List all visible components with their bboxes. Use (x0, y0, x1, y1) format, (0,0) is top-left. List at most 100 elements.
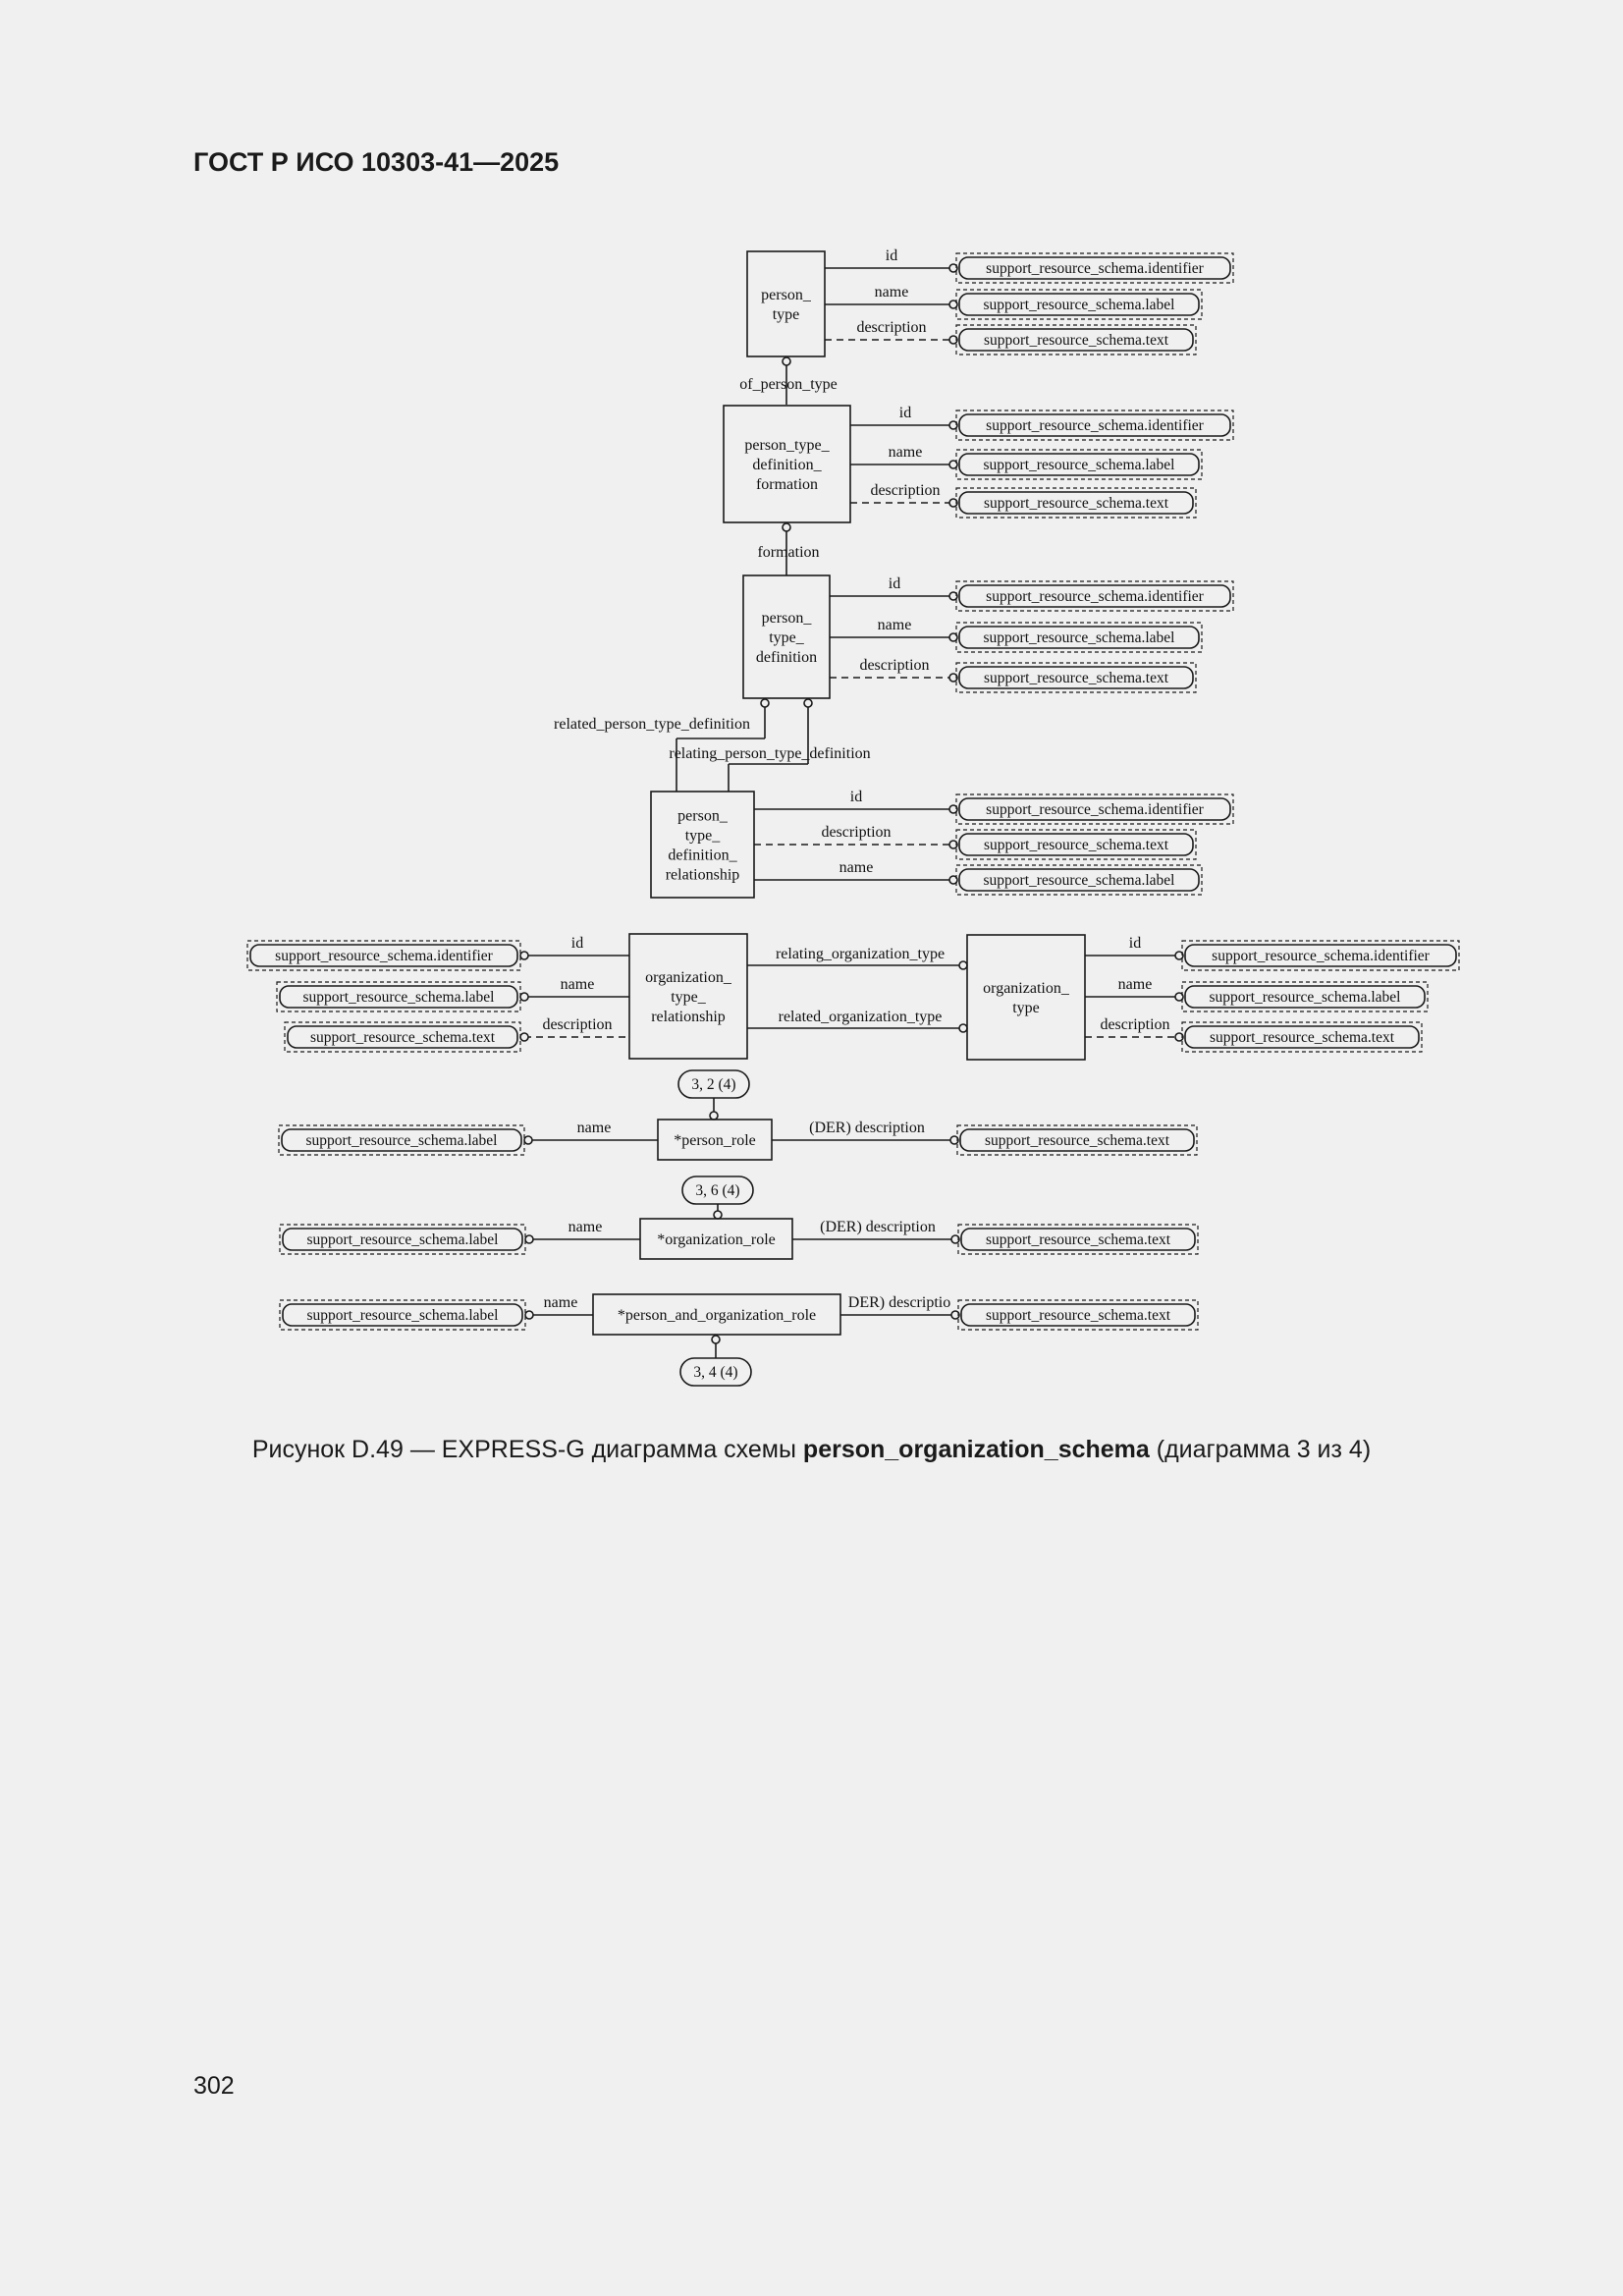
ptd-id-circle (948, 591, 958, 601)
ptdr-description-type-inner (958, 833, 1194, 856)
ptdr-description-circle (948, 840, 958, 849)
or-der-description-circle (950, 1234, 960, 1244)
or-der-description-type-outer (957, 1224, 1199, 1255)
pr-der-description-type-outer (956, 1124, 1198, 1156)
person-type-name-type-label: support_resource_schema.label (984, 297, 1175, 313)
ptdr-id-type-label: support_resource_schema.identifier (986, 801, 1204, 818)
related-ptd-circle (760, 698, 770, 708)
por-der-description-type-label: support_resource_schema.text (986, 1307, 1171, 1324)
person-type-name-attr-label: name (875, 284, 909, 301)
person-type-definition-formation-label: definition_ (752, 457, 822, 473)
ot-name-attr-label: name (1118, 976, 1153, 993)
person-role-ref-circle (709, 1111, 719, 1121)
pr-der-description-type-label: support_resource_schema.text (985, 1132, 1170, 1149)
por-der-description-attr-label: DER) descriptio (848, 1294, 950, 1311)
person-type-definition-formation-label: formation (756, 476, 818, 493)
caption-prefix: Рисунок D.49 — EXPRESS-G диаграмма схемы (251, 1436, 803, 1463)
person-type-name-type-inner (958, 293, 1200, 316)
ptdf-name-type-inner (958, 453, 1200, 476)
otr-name-type-outer (276, 981, 521, 1012)
organization-type-label: organization_ (983, 980, 1070, 997)
formation-label: formation (757, 544, 819, 561)
ptdr-id-type-inner (958, 797, 1231, 821)
ptdr-id-circle (948, 804, 958, 814)
pr-der-description-type-inner (959, 1128, 1195, 1152)
person-and-organization-role-ref-label: 3, 4 (4) (693, 1364, 737, 1381)
person-type-label: person_ (761, 287, 812, 303)
person-type-name-circle (948, 300, 958, 309)
person-role-label: *person_role (674, 1132, 756, 1149)
otr-id-circle (519, 951, 529, 960)
of-person-type-label: of_person_type (739, 376, 838, 393)
ot-id-circle (1174, 951, 1184, 960)
por-der-description-circle (950, 1310, 960, 1320)
ptdr-description-type-outer (955, 829, 1197, 860)
person-type-id-type-outer (955, 252, 1234, 284)
or-name-type-label: support_resource_schema.label (307, 1231, 499, 1248)
person-type-description-type-inner (958, 328, 1194, 352)
person-type-definition-label: type_ (769, 629, 805, 646)
ptd-description-type-inner (958, 666, 1194, 689)
person-role-ref-label: 3, 2 (4) (691, 1076, 735, 1093)
person-type-description-attr-label: description (856, 319, 926, 336)
ot-id-type-label: support_resource_schema.identifier (1212, 948, 1430, 964)
ptdf-description-attr-label: description (870, 482, 940, 499)
ptdf-description-type-inner (958, 491, 1194, 515)
person-type-definition-label: person_ (762, 610, 813, 627)
related-org-type-circle (958, 1023, 968, 1033)
person-type-definition-relationship-label: definition_ (668, 847, 737, 864)
or-der-description-type-label: support_resource_schema.text (986, 1231, 1171, 1248)
figure-caption: Рисунок D.49 — EXPRESS-G диаграмма схемы… (0, 1436, 1623, 1464)
por-der-description-type-outer (957, 1299, 1199, 1331)
ptdf-id-circle (948, 420, 958, 430)
organization-type-box (966, 934, 1086, 1061)
por-name-attr-label: name (544, 1294, 578, 1311)
person-type-definition-label: definition (756, 649, 817, 666)
pr-der-description-circle (949, 1135, 959, 1145)
ot-name-type-inner (1184, 985, 1426, 1009)
otr-name-type-label: support_resource_schema.label (303, 989, 495, 1006)
ptdf-name-circle (948, 460, 958, 469)
ptdf-id-type-label: support_resource_schema.identifier (986, 417, 1204, 434)
ot-id-type-outer (1181, 940, 1460, 971)
pr-name-circle (523, 1135, 533, 1145)
organization-type-relationship-label: organization_ (645, 969, 732, 986)
por-name-type-label: support_resource_schema.label (307, 1307, 499, 1324)
ot-name-circle (1174, 992, 1184, 1002)
otr-id-type-inner (249, 944, 518, 967)
or-der-description-attr-label: (DER) description (820, 1219, 936, 1235)
or-name-type-inner (282, 1228, 523, 1251)
ptdf-description-type-outer (955, 487, 1197, 519)
relating-org-type-circle (958, 960, 968, 970)
ot-description-circle (1174, 1032, 1184, 1042)
otr-id-type-label: support_resource_schema.identifier (275, 948, 493, 964)
ptd-name-type-label: support_resource_schema.label (984, 629, 1175, 646)
ptdf-description-type-label: support_resource_schema.text (984, 495, 1169, 512)
related-org-type-label: related_organization_type (779, 1009, 943, 1025)
ptd-description-type-label: support_resource_schema.text (984, 670, 1169, 686)
otr-id-attr-label: id (571, 935, 583, 952)
ptdf-description-circle (948, 498, 958, 508)
por-name-circle (524, 1310, 534, 1320)
caption-schema-name: person_organization_schema (802, 1436, 1150, 1463)
ot-description-type-inner (1184, 1025, 1420, 1049)
pr-name-attr-label: name (577, 1120, 612, 1136)
page-number: 302 (193, 2072, 235, 2100)
ptdf-id-type-inner (958, 413, 1231, 437)
or-der-description-type-inner (960, 1228, 1196, 1251)
person-type-description-circle (948, 335, 958, 345)
ptdf-name-type-label: support_resource_schema.label (984, 457, 1175, 473)
ptdr-name-type-inner (958, 868, 1200, 892)
caption-suffix: (диаграмма 3 из 4) (1149, 1436, 1372, 1463)
organization-type-relationship-label: type_ (671, 989, 707, 1006)
ptd-description-attr-label: description (859, 657, 929, 674)
person-type-definition-relationship-label: relationship (666, 867, 740, 884)
otr-name-attr-label: name (561, 976, 595, 993)
ptdr-id-type-outer (955, 793, 1234, 825)
relating-ptd-label: relating_person_type_definition (669, 745, 870, 762)
ot-name-type-label: support_resource_schema.label (1210, 989, 1401, 1006)
ot-description-type-label: support_resource_schema.text (1210, 1029, 1395, 1046)
or-name-circle (524, 1234, 534, 1244)
ot-id-type-inner (1184, 944, 1457, 967)
